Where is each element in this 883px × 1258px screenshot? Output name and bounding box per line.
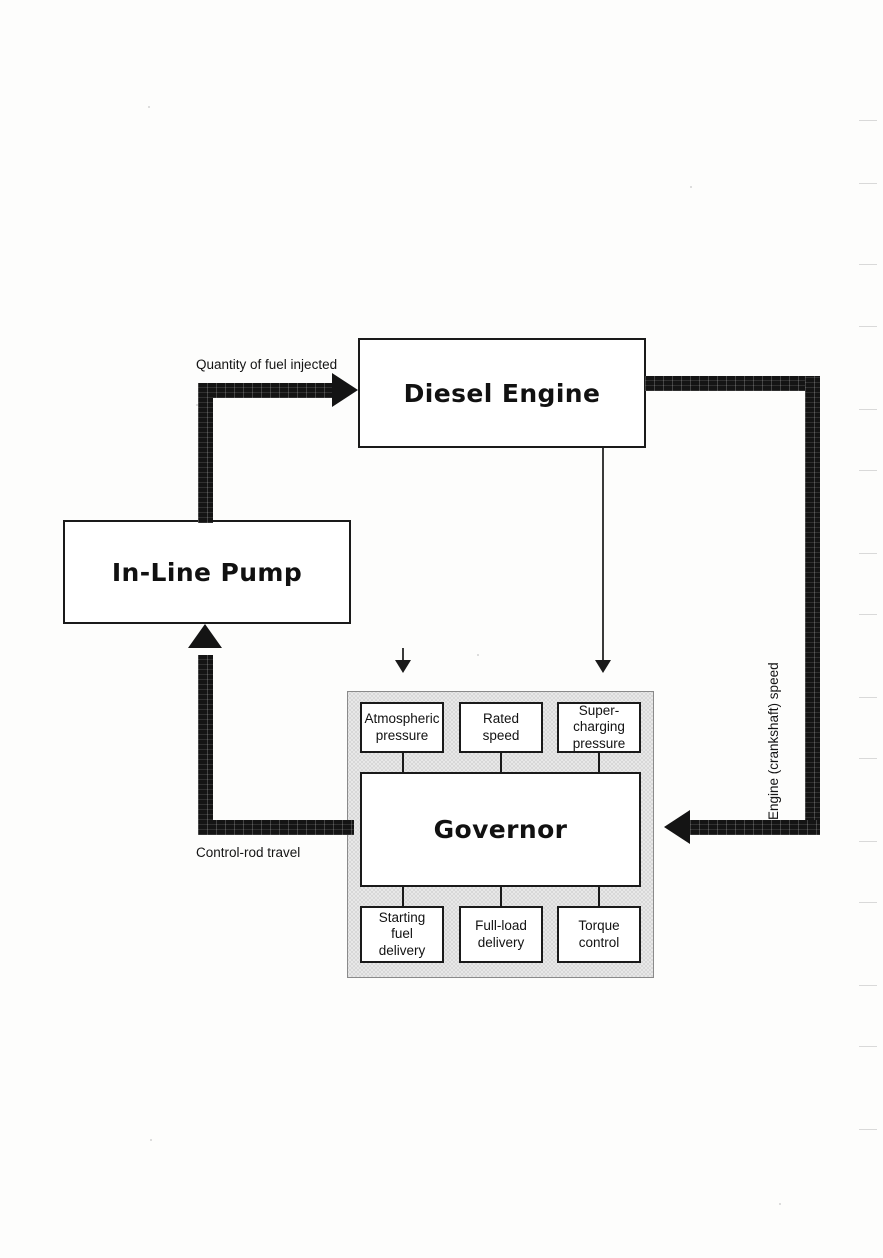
pump-to-engine-riser [198, 383, 213, 523]
label-engine-crankshaft-speed: Engine (crankshaft) speed [766, 662, 781, 820]
label-quantity-of-fuel-injected: Quantity of fuel injected [196, 357, 338, 372]
scan-edge-tick [859, 841, 877, 842]
engine-to-supercharging-line [602, 447, 604, 665]
scan-edge-tick [859, 326, 877, 327]
supercharging-to-governor-line [598, 753, 600, 773]
governor-to-torque-line [598, 886, 600, 906]
scan-edge-tick [859, 614, 877, 615]
rated-speed-to-governor-line [500, 753, 502, 773]
atmospheric-to-governor-line [402, 753, 404, 773]
scan-edge-tick [859, 1046, 877, 1047]
pump-to-engine-run [198, 383, 338, 398]
block-governor[interactable]: Governor [360, 772, 641, 887]
scan-speckle [150, 1139, 152, 1141]
engine-speed-arrowhead [664, 810, 690, 844]
scan-edge-tick [859, 1129, 877, 1130]
scan-edge-tick [859, 264, 877, 265]
scan-speckle [690, 186, 692, 188]
scan-edge-tick [859, 183, 877, 184]
in-line-pump-title: In-Line Pump [111, 557, 303, 587]
ambient-input-arrowhead [395, 660, 411, 673]
governor-title: Governor [433, 815, 568, 844]
scan-edge-tick [859, 985, 877, 986]
control-rod-arrowhead [188, 624, 222, 648]
engine-to-supercharging-arrowhead [595, 660, 611, 673]
scan-edge-tick [859, 470, 877, 471]
engine-speed-top-run [645, 376, 820, 391]
scan-edge-tick [859, 902, 877, 903]
scan-speckle [148, 106, 150, 108]
scan-edge-tick [859, 758, 877, 759]
governor-to-full-load-line [500, 886, 502, 906]
scan-speckle [477, 654, 479, 656]
control-rod-riser [198, 655, 213, 835]
block-diesel-engine[interactable]: Diesel Engine [358, 338, 646, 448]
scan-edge-tick [859, 697, 877, 698]
scan-edge-tick [859, 553, 877, 554]
engine-speed-bottom-run [690, 820, 820, 835]
engine-speed-down-run [805, 376, 820, 828]
governor-to-starting-fuel-line [402, 886, 404, 906]
label-control-rod-travel: Control-rod travel [196, 845, 301, 860]
scan-speckle [779, 1203, 781, 1205]
block-in-line-pump[interactable]: In-Line Pump [63, 520, 351, 624]
scan-edge-tick [859, 409, 877, 410]
scan-edge-tick [859, 120, 877, 121]
control-rod-run [198, 820, 354, 835]
ambient-input-line [402, 648, 404, 666]
pump-to-engine-arrowhead [332, 373, 358, 407]
diesel-engine-title: Diesel Engine [403, 378, 601, 408]
scan-speckle [196, 404, 198, 406]
